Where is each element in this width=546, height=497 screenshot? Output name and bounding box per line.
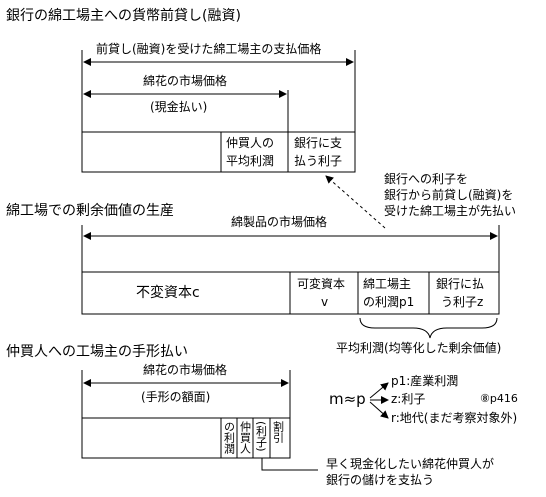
constant-capital-cell: 不変資本c: [136, 285, 200, 301]
bank-interest-z-line1: 銀行に払: [436, 277, 485, 291]
merchant-profit-cell-line1: 仲買人の: [226, 136, 275, 150]
formula-branch-r: r:地代(まだ考察対象外): [391, 411, 518, 425]
bill-market-price-label: 綿花の市場価格: [143, 363, 228, 377]
factory-profit-line1: 綿工場主: [363, 277, 412, 291]
merchant-profit-cell-line2: 平均利潤: [226, 154, 275, 168]
variable-capital-line1: 可変資本: [297, 277, 346, 291]
formula-lhs: m≈p: [329, 390, 366, 408]
section1-title: 銀行の綿工場主への貨幣前貸し(融資): [6, 8, 241, 24]
merchant-vertical: 仲買人: [238, 421, 252, 454]
section3-box: [81, 417, 291, 459]
discount-connector: [261, 458, 318, 471]
section1-lines: [81, 50, 386, 229]
merchant-profit-vertical: の利潤: [222, 421, 236, 454]
interest-vertical: (利子): [254, 421, 268, 452]
product-price-label: 綿製品の市場価格: [231, 215, 328, 229]
formula-arrows: [369, 382, 389, 419]
discount-vertical: 割引: [271, 421, 285, 443]
market-price-label: 綿花の市場価格: [143, 74, 228, 88]
cash-payment-label: (現金払い): [150, 100, 208, 114]
variable-capital-line2: v: [321, 295, 329, 309]
bank-interest-z-line2: う利子z: [441, 295, 484, 309]
prepaid-note-line3: 受けた綿工場主が先払い: [384, 204, 517, 218]
prepaid-note-line1: 銀行への利子を: [384, 172, 469, 186]
average-profit-brace: [359, 317, 498, 339]
top-price-label: 前貸し(融資)を受けた綿工場主の支払価格: [96, 42, 322, 56]
factory-profit-line2: の利潤p1: [363, 295, 415, 309]
formula-branch-p1: p1:産業利潤: [391, 374, 459, 388]
section3-title: 仲買人への工場主の手形払い: [6, 344, 188, 360]
discount-note-line1: 早く現金化したい綿花仲買人が: [326, 457, 495, 471]
discount-note-line2: 銀行の儲けを支払う: [326, 473, 435, 487]
bank-interest-cell-line1: 銀行に支: [294, 136, 343, 150]
prepaid-note-line2: 銀行から前貸し(融資)を: [384, 188, 514, 202]
bank-interest-cell-line2: 払う利子: [294, 154, 343, 168]
section2-lines: [81, 225, 500, 339]
prepaid-interest-arrow: [325, 175, 386, 229]
formula-branch-z: z:利子: [391, 392, 426, 406]
page-reference: ⑧p416: [480, 392, 518, 405]
section2-title: 綿工場での剰余価値の生産: [6, 203, 174, 219]
average-profit-label: 平均利潤(均等化した剰余価値): [336, 341, 502, 355]
bill-face-value-label: (手形の額面): [141, 390, 211, 404]
section3-lines: [81, 370, 318, 471]
section1-box: [81, 131, 356, 173]
